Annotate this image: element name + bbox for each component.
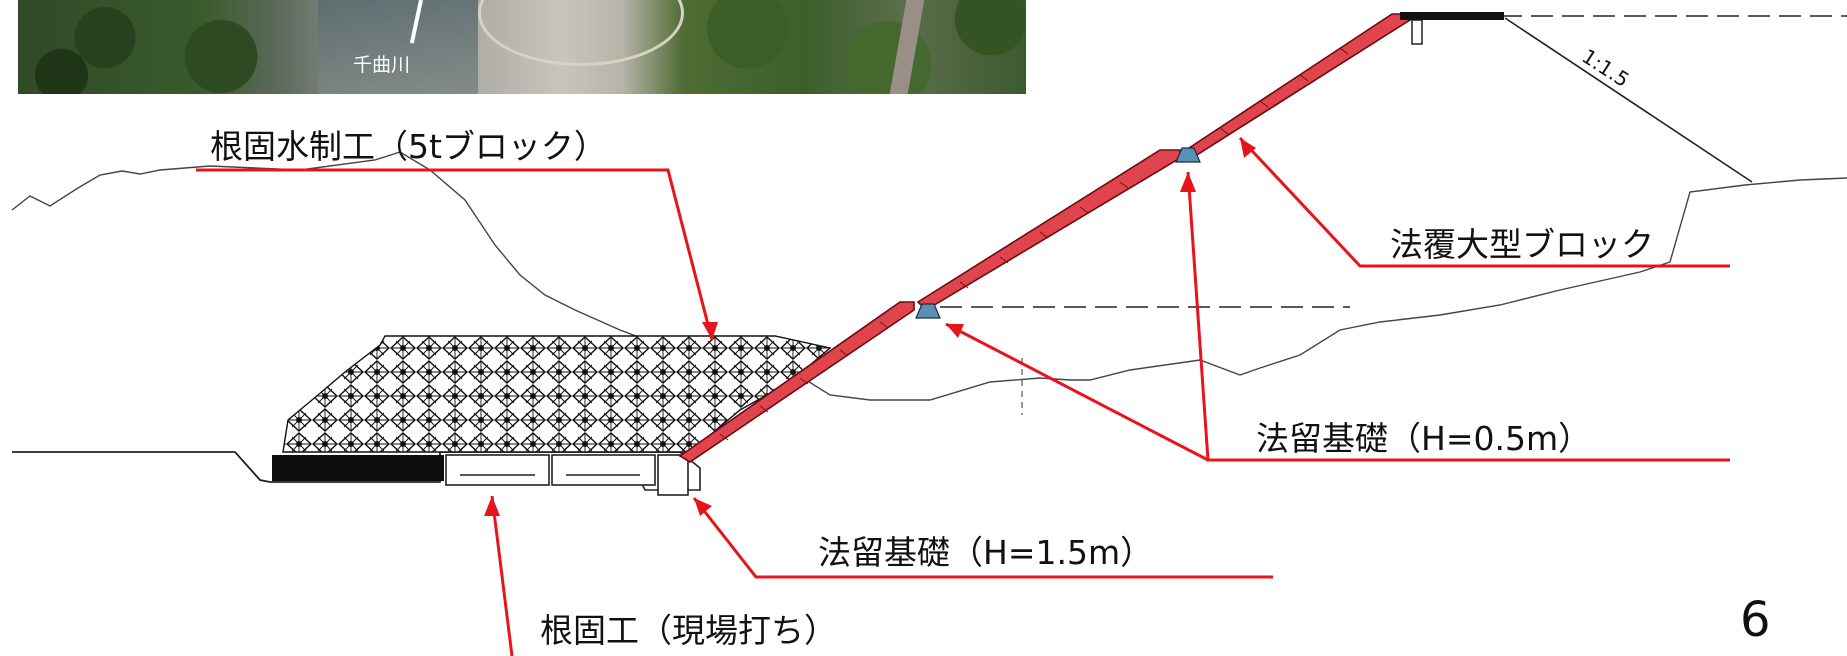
cast-in-place-blocks <box>445 454 689 496</box>
revetment-hatch <box>719 47 1349 441</box>
leader-nodome-15 <box>692 497 1273 579</box>
revetment-slope-lower <box>678 301 915 463</box>
leader-lines <box>196 136 1730 656</box>
foundation-black-block <box>272 455 444 481</box>
ground-profile-line <box>11 151 1847 401</box>
leader-nodome-05-b <box>945 322 1209 462</box>
foot-foundation-middle <box>1175 147 1201 163</box>
leader-arrowheads <box>484 138 1256 516</box>
crest-post <box>1411 19 1423 45</box>
crest-slab <box>1400 12 1504 20</box>
leader-norioi-block <box>1238 136 1730 268</box>
revetment-slope-upper <box>1184 13 1411 160</box>
five-ton-block-pile <box>282 335 832 453</box>
foot-foundation-lower <box>915 303 941 319</box>
forest-area-right <box>678 0 1026 94</box>
riverbed-toe-line <box>639 451 701 491</box>
aerial-photo: 千曲川 <box>18 0 1026 94</box>
label-norioi-ogata-block: 法覆大型ブロック <box>1390 225 1654 264</box>
forest-area-left <box>18 0 308 94</box>
label-negatame-suiseikou: 根固水制工（5tブロック） <box>210 127 607 166</box>
revetment-slope-middle <box>916 149 1181 312</box>
river-area <box>318 0 478 94</box>
label-negatame-genba: 根固工（現場打ち） <box>540 611 837 650</box>
embankment-back-slope <box>1504 17 1753 183</box>
label-nodome-kiso-05: 法留基礎（H=0.5m） <box>1256 419 1592 458</box>
river-label: 千曲川 <box>353 54 411 76</box>
label-nodome-kiso-15: 法留基礎（H=1.5m） <box>818 533 1154 572</box>
leader-negatame-suiseikou <box>196 168 714 341</box>
page-number: 6 <box>1740 592 1771 648</box>
leader-negatame-genba <box>490 495 514 656</box>
